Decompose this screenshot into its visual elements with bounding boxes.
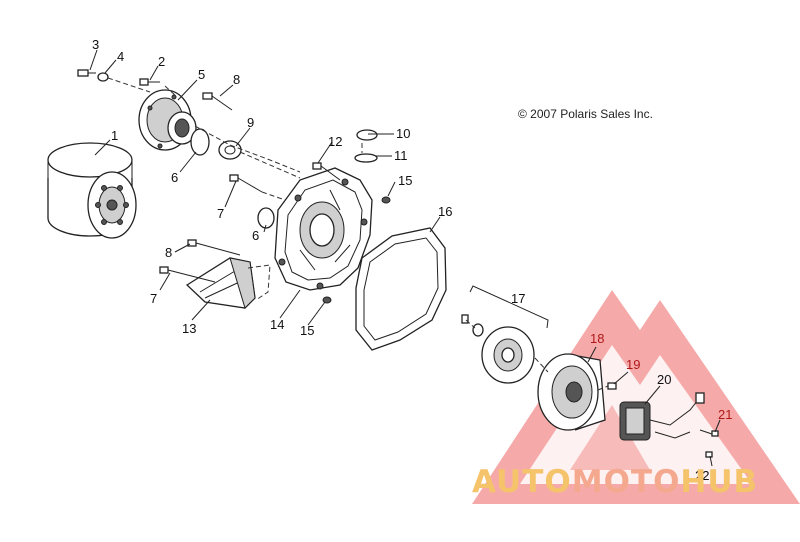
callout-7-lower: 7: [150, 291, 157, 306]
callout-16: 16: [438, 204, 452, 219]
watermark-triangle-core: [570, 405, 650, 470]
clip-9: [218, 140, 242, 160]
watermark-word-3: HUB: [680, 464, 758, 500]
bolt-8-lower: [187, 239, 241, 256]
stator-20: [619, 392, 705, 441]
callout-15-upper: 15: [398, 173, 412, 188]
callout-10: 10: [396, 126, 410, 141]
assembly-lines: [107, 77, 609, 391]
callout-6-upper: 6: [171, 170, 178, 185]
gasket-16: [355, 227, 447, 351]
callout-22: 22: [695, 468, 709, 483]
oil-filter: [47, 142, 137, 239]
callout-18: 18: [590, 331, 604, 346]
callout-11: 11: [394, 148, 408, 163]
copyright-text: © 2007 Polaris Sales Inc.: [518, 107, 653, 121]
callout-19: 19: [626, 357, 640, 372]
filter-housing-5: [138, 89, 197, 151]
callout-6-lower: 6: [252, 228, 259, 243]
callout-21: 21: [718, 407, 732, 422]
leader-lines: [89, 49, 721, 467]
o-ring-11: [354, 153, 378, 163]
callout-7-upper: 7: [217, 206, 224, 221]
flywheel-18: [537, 353, 606, 431]
callout-9: 9: [247, 115, 254, 130]
watermark-text: AUTOMOTOHUB: [472, 464, 758, 500]
watermark-word-2: MOTO: [572, 464, 681, 500]
callout-15-lower: 15: [300, 323, 314, 338]
callout-20: 20: [657, 372, 671, 387]
bolt-7-upper: [229, 174, 263, 193]
starter-gear-17: [481, 326, 535, 384]
callout-1: 1: [111, 128, 118, 143]
bolt-2: [139, 78, 160, 86]
o-ring-6-upper: [190, 128, 210, 156]
callout-8-lower: 8: [165, 245, 172, 260]
callout-14: 14: [270, 317, 284, 332]
bolt-3: [77, 69, 96, 77]
bolt-8-upper: [202, 92, 233, 111]
key-17: [461, 314, 469, 324]
o-ring-6-lower: [257, 207, 275, 229]
callout-17: 17: [511, 291, 525, 306]
screw-22: [705, 451, 713, 458]
callout-numbers: 1 2 3 4 5 6 6 7 7 8 8 9 10 11 12 13 14 1…: [92, 37, 732, 483]
callout-12: 12: [328, 134, 342, 149]
cap-10: [356, 129, 378, 141]
crankcase-cover-14: [274, 167, 373, 291]
watermark-word-1: AUTO: [472, 464, 572, 500]
callout-8-upper: 8: [233, 72, 240, 87]
callout-5: 5: [198, 67, 205, 82]
bolt-12: [312, 162, 341, 181]
callout-13: 13: [182, 321, 196, 336]
plug-15-lower: [322, 296, 332, 304]
spacer-17: [472, 323, 484, 337]
washer-4: [97, 72, 109, 82]
bolt-7-lower: [159, 266, 216, 283]
callout-3: 3: [92, 37, 99, 52]
callout-4: 4: [117, 49, 124, 64]
bracket-13: [185, 257, 256, 309]
callout-2: 2: [158, 54, 165, 69]
bracket-17: [469, 285, 549, 329]
plug-15-upper: [381, 196, 391, 204]
